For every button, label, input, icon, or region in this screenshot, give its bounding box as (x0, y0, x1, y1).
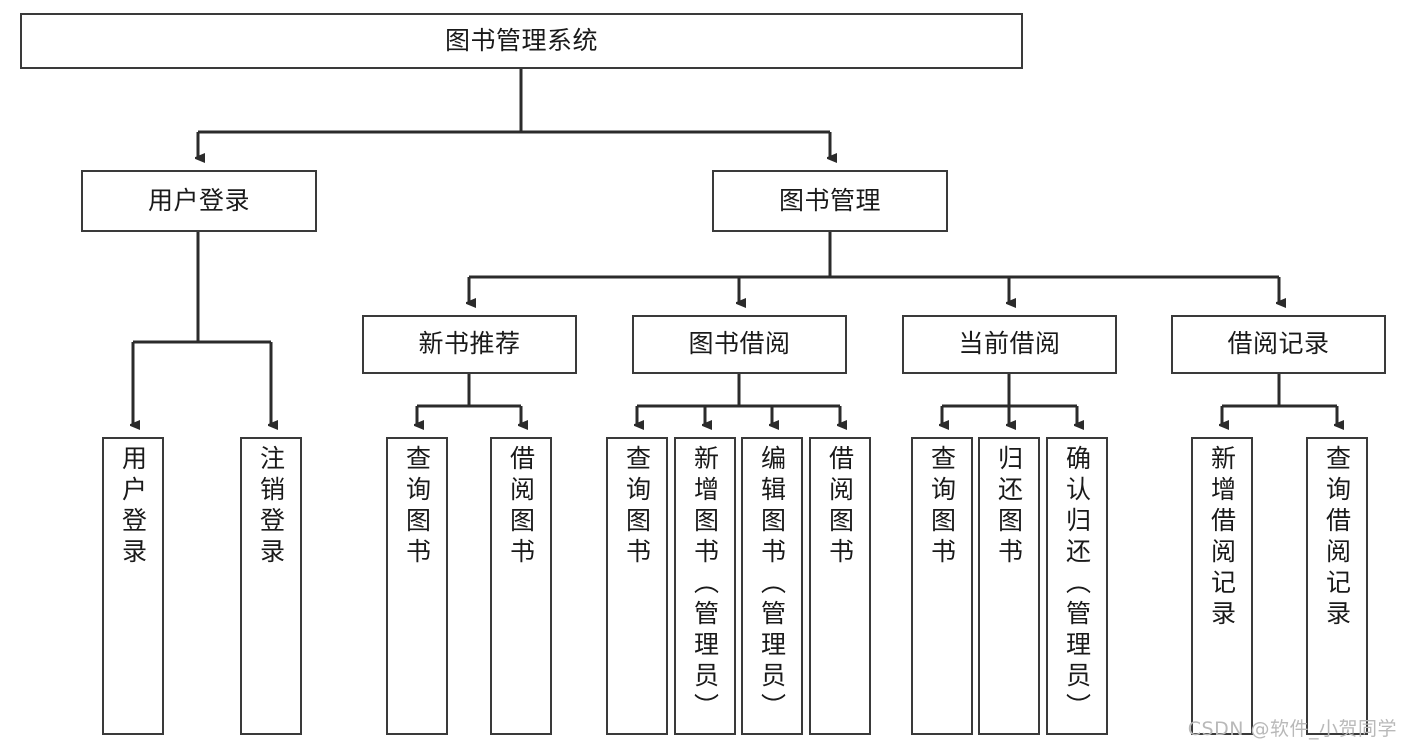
node-label: 借阅图书 (506, 445, 536, 569)
node-label: 借阅记录 (1227, 329, 1330, 359)
node-label: 新增借阅记录 (1207, 445, 1237, 631)
leaf-query-book-2[interactable]: 查询图书 (606, 437, 668, 735)
node-label: 编辑图书（管理员） (757, 445, 787, 724)
leaf-borrow-book-2[interactable]: 借阅图书 (809, 437, 871, 735)
node-label: 当前借阅 (958, 329, 1061, 359)
leaf-add-record[interactable]: 新增借阅记录 (1191, 437, 1253, 735)
node-label: 图书管理 (778, 185, 881, 215)
node-label: 归还图书 (994, 445, 1024, 569)
leaf-return-book[interactable]: 归还图书 (978, 437, 1040, 735)
leaf-user-login[interactable]: 用户登录 (102, 437, 164, 735)
node-user-login[interactable]: 用户登录 (81, 170, 317, 232)
node-label: 确认归还（管理员） (1062, 445, 1092, 724)
node-label: 查询图书 (622, 445, 652, 569)
leaf-query-book-3[interactable]: 查询图书 (911, 437, 973, 735)
leaf-query-record[interactable]: 查询借阅记录 (1306, 437, 1368, 735)
node-book-management[interactable]: 图书管理 (712, 170, 948, 232)
watermark: CSDN @软件_小贺同学 (1187, 718, 1397, 740)
node-label: 新增图书（管理员） (690, 445, 720, 724)
node-new-book-recommend[interactable]: 新书推荐 (362, 315, 577, 374)
node-label: 查询图书 (927, 445, 957, 569)
node-label: 借阅图书 (825, 445, 855, 569)
leaf-borrow-book-1[interactable]: 借阅图书 (490, 437, 552, 735)
leaf-query-book-1[interactable]: 查询图书 (386, 437, 448, 735)
node-label: 查询图书 (402, 445, 432, 569)
leaf-confirm-return[interactable]: 确认归还（管理员） (1046, 437, 1108, 735)
node-label: 新书推荐 (418, 329, 521, 359)
leaf-edit-book[interactable]: 编辑图书（管理员） (741, 437, 803, 735)
leaf-add-book[interactable]: 新增图书（管理员） (674, 437, 736, 735)
node-current-borrow[interactable]: 当前借阅 (902, 315, 1117, 374)
node-label: 注销登录 (256, 445, 286, 569)
node-label: 用户登录 (118, 445, 148, 569)
leaf-logout[interactable]: 注销登录 (240, 437, 302, 735)
node-label: 用户登录 (147, 185, 250, 215)
node-label: 查询借阅记录 (1322, 445, 1352, 631)
node-book-borrow[interactable]: 图书借阅 (632, 315, 847, 374)
node-root-system[interactable]: 图书管理系统 (20, 13, 1023, 69)
node-label: 图书借阅 (688, 329, 791, 359)
node-borrow-record[interactable]: 借阅记录 (1171, 315, 1386, 374)
node-label: 图书管理系统 (444, 25, 598, 55)
